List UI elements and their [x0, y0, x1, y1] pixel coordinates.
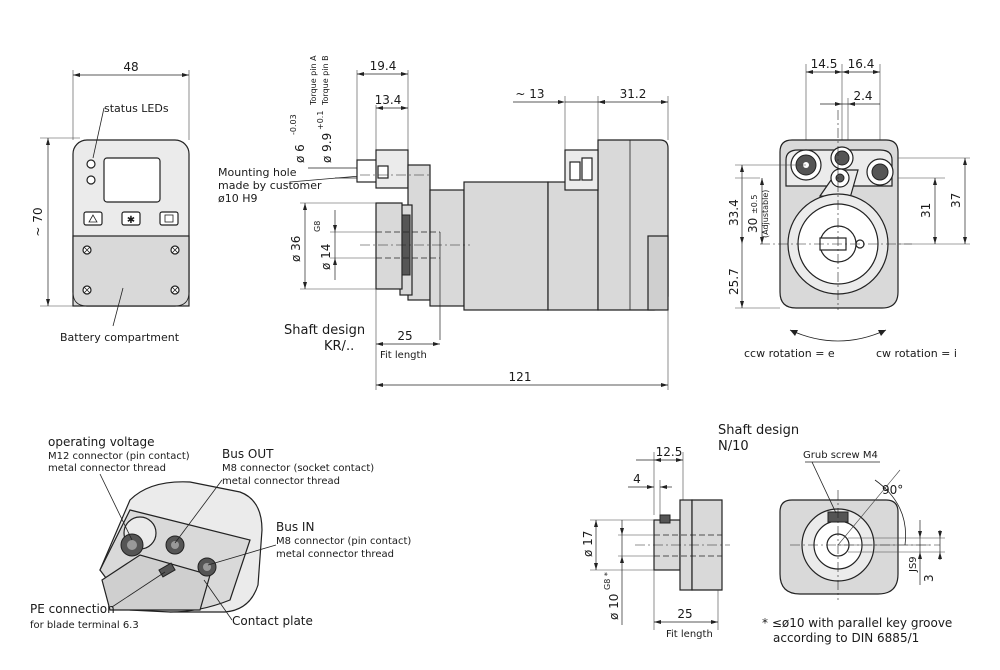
- dia-6: ø 6: [293, 144, 307, 163]
- pe-connection-label: PE connection: [30, 602, 115, 616]
- mounting-hole-label-2: made by customer: [218, 179, 322, 192]
- note-line-1: * ≤ø10 with parallel key groove: [762, 616, 952, 630]
- status-led-1: [86, 159, 96, 169]
- dim-19-4: 19.4: [370, 59, 397, 73]
- mounting-hole-label-1: Mounting hole: [218, 166, 297, 179]
- shaft-n10-title-1: Shaft design: [718, 423, 799, 438]
- m8-socket-label-2: metal connector thread: [222, 476, 340, 487]
- note-line-2: according to DIN 6885/1: [773, 631, 919, 645]
- dia-17: ø 17: [581, 531, 595, 557]
- dia-36: ø 36: [289, 236, 303, 262]
- dim-13-4: 13.4: [375, 93, 402, 107]
- dim-25: 25: [397, 329, 412, 343]
- connector-view: operating voltage M12 connector (pin con…: [30, 435, 411, 631]
- m12-label-1: M12 connector (pin contact): [48, 451, 190, 462]
- m8-socket-label-1: M8 connector (socket contact): [222, 463, 374, 474]
- dim-30-tol: ±0.5: [750, 195, 759, 214]
- torque-pin-b: Torque pin B: [321, 55, 330, 106]
- shaft-design-kr-2: KR/..: [324, 339, 354, 354]
- button-up: [83, 211, 103, 226]
- angle-90: 90°: [882, 483, 903, 497]
- shaft-design-kr-1: Shaft design: [284, 323, 365, 338]
- main-body: [463, 181, 549, 311]
- js9-label: JS9: [908, 556, 919, 573]
- contact-plate-label: Contact plate: [232, 614, 313, 628]
- status-led-2: [86, 175, 96, 185]
- rear-view: 14.5 16.4 2.4 31: [727, 57, 970, 360]
- operating-voltage-label: operating voltage: [48, 435, 155, 449]
- battery-compartment: [72, 235, 190, 307]
- dia-9-9-tol: +0.1: [316, 111, 325, 130]
- dim-70: ~ 70: [31, 207, 45, 236]
- button-star: [121, 211, 141, 226]
- dia-9-9: ø 9.9: [320, 133, 334, 163]
- m12-label-2: metal connector thread: [48, 463, 166, 474]
- cw-rotation: cw rotation = i: [876, 347, 957, 360]
- svg-text:✱: ✱: [127, 215, 135, 226]
- side-view: 19.4 13.4 Torque pin A Torque pin B ø 6 …: [218, 55, 669, 390]
- screw-icons: [82, 245, 180, 295]
- dim-3: 3: [922, 574, 936, 582]
- battery-label: Battery compartment: [60, 331, 180, 344]
- dim-121: 121: [509, 370, 532, 384]
- dim-31: 31: [919, 203, 933, 218]
- dim-31-2: 31.2: [620, 87, 647, 101]
- ccw-rotation: ccw rotation = e: [744, 347, 835, 360]
- dim-25-n10: 25: [677, 607, 692, 621]
- g8-label: G8: [313, 221, 322, 232]
- blade-terminal-label: for blade terminal 6.3: [30, 620, 139, 631]
- dia-10: ø 10: [607, 594, 621, 620]
- shaft-n10-view: Shaft design N/10 12.5 4 ø 17: [581, 423, 952, 645]
- dim-33-4: 33.4: [727, 199, 741, 226]
- shaft-n10-title-2: N/10: [718, 439, 749, 454]
- front-view: 48 ~ 70 ✱ status LEDs: [31, 60, 190, 344]
- dia-6-tol: -0.03: [289, 114, 298, 135]
- dim-13: ~ 13: [515, 87, 544, 101]
- bus-out-label: Bus OUT: [222, 447, 274, 461]
- shaft-collar: [375, 202, 403, 290]
- m8-pin-label-1: M8 connector (pin contact): [276, 536, 411, 547]
- dim-48: 48: [123, 60, 138, 74]
- dim-37: 37: [949, 193, 963, 208]
- dia-14: ø 14: [319, 244, 333, 270]
- display: [103, 157, 161, 203]
- grub-screw-label: Grub screw M4: [803, 450, 878, 461]
- dim-4: 4: [633, 472, 641, 486]
- fit-length-label: Fit length: [380, 350, 427, 361]
- bus-in-label: Bus IN: [276, 520, 314, 534]
- dim-25-7: 25.7: [727, 268, 741, 295]
- dim-12-5: 12.5: [656, 445, 683, 459]
- dim-2-4: 2.4: [853, 89, 872, 103]
- dim-16-4: 16.4: [848, 57, 875, 71]
- torque-pin-a: Torque pin A: [309, 55, 318, 106]
- g8-star: G8 *: [603, 572, 612, 590]
- mounting-hole-label-3: ø10 H9: [218, 192, 258, 205]
- button-square: [159, 211, 179, 226]
- adjustable-label: (Adjustable): [761, 190, 770, 238]
- status-leds-label: status LEDs: [104, 102, 169, 115]
- dim-30: 30: [746, 218, 760, 233]
- fit-length-n10: Fit length: [666, 629, 713, 640]
- m8-pin-label-2: metal connector thread: [276, 549, 394, 560]
- dim-14-5: 14.5: [811, 57, 838, 71]
